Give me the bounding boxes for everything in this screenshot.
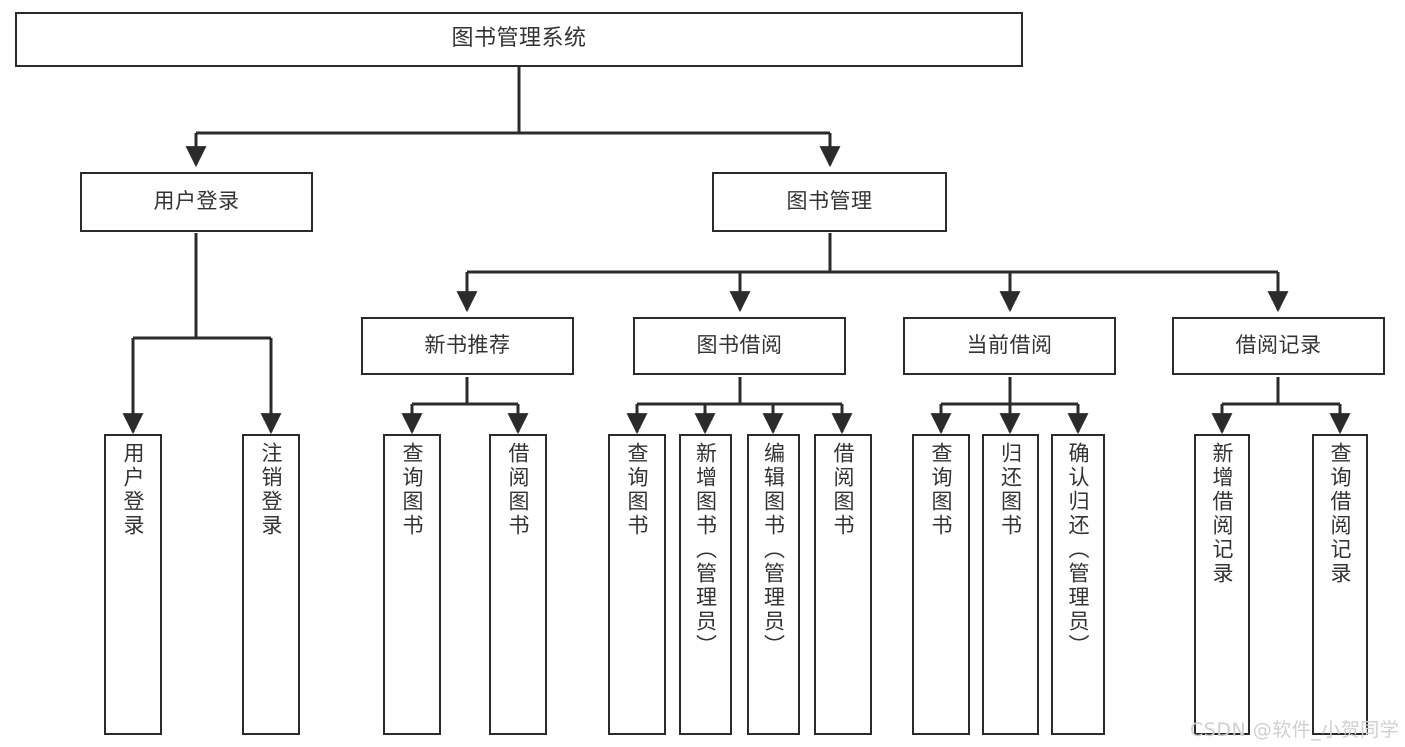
node-label: 图书管理系统 — [451, 26, 587, 52]
node-label: 当前借阅 — [966, 333, 1053, 358]
node-label: 图书管理 — [786, 189, 873, 214]
node-label: 查询图书 — [625, 442, 650, 538]
leaf-book-borrow-query-book[interactable]: 查询图书 — [608, 434, 666, 735]
node-label: 确认归还（管理员） — [1066, 442, 1091, 658]
node-label: 注销登录 — [259, 442, 284, 538]
node-user-login[interactable]: 用户登录 — [80, 172, 313, 232]
node-label: 借阅图书 — [831, 442, 856, 538]
node-borrow-record[interactable]: 借阅记录 — [1172, 317, 1385, 375]
leaf-borrow-record-add-record[interactable]: 新增借阅记录 — [1194, 434, 1250, 735]
node-book-borrow[interactable]: 图书借阅 — [633, 317, 846, 375]
node-label: 借阅图书 — [506, 442, 531, 538]
node-label: 查询图书 — [400, 442, 425, 538]
node-label: 新书推荐 — [424, 333, 511, 358]
node-label: 查询借阅记录 — [1328, 442, 1353, 586]
node-label: 新增图书（管理员） — [693, 442, 718, 658]
node-label: 新增借阅记录 — [1210, 442, 1235, 586]
node-label: 编辑图书（管理员） — [761, 442, 786, 658]
node-label: 图书借阅 — [696, 333, 783, 358]
node-new-book-recommend[interactable]: 新书推荐 — [361, 317, 574, 375]
leaf-borrow-record-query-record[interactable]: 查询借阅记录 — [1312, 434, 1368, 735]
leaf-new-book-query-book[interactable]: 查询图书 — [383, 434, 441, 735]
leaf-current-borrow-query-book[interactable]: 查询图书 — [912, 434, 970, 735]
node-label: 查询图书 — [929, 442, 954, 538]
node-label: 用户登录 — [153, 189, 240, 214]
node-current-borrow[interactable]: 当前借阅 — [903, 317, 1116, 375]
leaf-user-login-login[interactable]: 用户登录 — [104, 434, 162, 735]
leaf-user-login-logout[interactable]: 注销登录 — [242, 434, 300, 735]
leaf-new-book-borrow-book[interactable]: 借阅图书 — [489, 434, 547, 735]
node-label: 归还图书 — [998, 442, 1023, 538]
node-root-book-management-system[interactable]: 图书管理系统 — [15, 12, 1023, 67]
node-label: 用户登录 — [121, 442, 146, 538]
leaf-current-borrow-confirm-return-admin[interactable]: 确认归还（管理员） — [1051, 434, 1105, 735]
leaf-book-borrow-add-book-admin[interactable]: 新增图书（管理员） — [679, 434, 732, 735]
node-label: 借阅记录 — [1235, 333, 1322, 358]
leaf-book-borrow-borrow-book[interactable]: 借阅图书 — [814, 434, 872, 735]
leaf-book-borrow-edit-book-admin[interactable]: 编辑图书（管理员） — [747, 434, 800, 735]
leaf-current-borrow-return-book[interactable]: 归还图书 — [982, 434, 1039, 735]
node-book-management[interactable]: 图书管理 — [712, 172, 947, 232]
